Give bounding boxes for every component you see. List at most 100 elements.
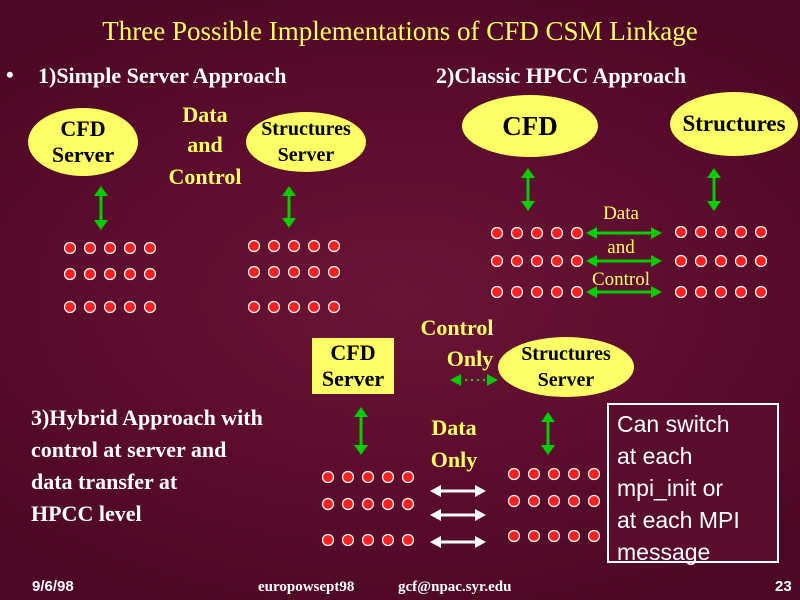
cfd-server-ellipse: CFD Server [28, 108, 138, 176]
processor-node [567, 529, 581, 543]
note-line-2: at each [617, 443, 693, 469]
cfd-ellipse: CFD [462, 95, 598, 157]
processor-node [143, 241, 157, 255]
hybrid-data-arrow-3-head-right [475, 536, 486, 548]
processor-node [510, 285, 524, 299]
simple-cfd-node-grid [63, 241, 157, 314]
processor-node [381, 533, 395, 547]
processor-node [734, 285, 748, 299]
processor-node [83, 267, 97, 281]
data-word: Data [603, 203, 639, 224]
structures-label: Structures [521, 343, 611, 365]
structures-ellipse: Structures [670, 92, 798, 156]
processor-node [341, 533, 355, 547]
processor-node [754, 285, 768, 299]
classic-data-arrow-1-head-right [651, 227, 662, 239]
processor-node [550, 285, 564, 299]
processor-node [547, 467, 561, 481]
processor-node [381, 497, 395, 511]
processor-node [530, 285, 544, 299]
processor-node [267, 239, 281, 253]
data-word: Data [431, 415, 477, 440]
processor-node [530, 226, 544, 240]
processor-node [527, 467, 541, 481]
processor-node [530, 254, 544, 268]
processor-node [490, 285, 504, 299]
processor-node [143, 300, 157, 314]
processor-node [734, 225, 748, 239]
footer-file: europowsept98 [258, 579, 355, 595]
simple-structures-node-grid [247, 239, 341, 314]
hybrid-control-arrow-head-right [487, 374, 498, 386]
control-only-label: Control Only [406, 316, 508, 371]
processor-node [714, 225, 728, 239]
processor-node [401, 533, 415, 547]
classic-data-and-control-label: Data and Control [582, 202, 660, 292]
only-word: Only [446, 346, 494, 371]
processor-node [287, 300, 301, 314]
processor-node [694, 254, 708, 268]
processor-node [287, 265, 301, 279]
control-word: Control [591, 269, 651, 290]
processor-node [267, 300, 281, 314]
processor-node [361, 533, 375, 547]
hybrid-cfd-arrow-head-down [354, 445, 368, 455]
processor-node [734, 254, 748, 268]
processor-node [587, 494, 601, 508]
processor-node [567, 494, 581, 508]
note-line-1: Can switch [617, 411, 730, 437]
processor-node [103, 300, 117, 314]
cfd-label: CFD [330, 340, 376, 365]
hybrid-structures-arrow-head-down [541, 445, 555, 455]
processor-node [490, 226, 504, 240]
processor-node [327, 239, 341, 253]
classic-cfd-arrow-head-down [521, 201, 535, 211]
processor-node [103, 241, 117, 255]
processor-node [341, 470, 355, 484]
processor-node [123, 300, 137, 314]
control-word: Control [420, 315, 494, 340]
processor-node [547, 494, 561, 508]
processor-node [694, 225, 708, 239]
hybrid-line-2: control at server and [31, 437, 227, 462]
processor-node [247, 239, 261, 253]
structures-server-ellipse: Structures Server [246, 112, 366, 172]
classic-structures-node-grid [674, 225, 768, 299]
bullet: • [6, 62, 14, 87]
processor-node [507, 467, 521, 481]
cfd-label: CFD [502, 111, 558, 141]
processor-node [550, 254, 564, 268]
hybrid-cfd-server-box: CFD Server [312, 338, 394, 394]
only-word: Only [430, 447, 478, 472]
processor-node [401, 497, 415, 511]
processor-node [714, 285, 728, 299]
processor-node [507, 494, 521, 508]
classic-cfd-node-grid [490, 226, 584, 299]
processor-node [143, 267, 157, 281]
simple-structures-arrow-head-up [282, 186, 296, 196]
processor-node [570, 254, 584, 268]
hybrid-data-arrow-2-head-right [475, 509, 486, 521]
processor-node [381, 470, 395, 484]
data-and-control-label: Data and Control [160, 103, 250, 189]
hybrid-cfd-arrow-head-up [354, 407, 368, 417]
processor-node [123, 241, 137, 255]
hybrid-data-arrow-1-head-left [430, 485, 441, 497]
server-label: Server [51, 142, 115, 167]
classic-structures-arrow-head-up [707, 168, 721, 178]
hybrid-line-1: 3)Hybrid Approach with [31, 405, 263, 430]
processor-node [247, 265, 261, 279]
classic-structures-arrow-head-down [707, 201, 721, 211]
hybrid-structures-arrow-head-up [541, 412, 555, 422]
note-line-4: at each MPI [617, 507, 740, 533]
processor-node [361, 497, 375, 511]
simple-cfd-arrow-head-up [94, 186, 108, 196]
classic-cfd-arrow-head-up [521, 168, 535, 178]
processor-node [83, 241, 97, 255]
structures-label: Structures [682, 111, 786, 136]
processor-node [674, 285, 688, 299]
processor-node [567, 467, 581, 481]
processor-node [287, 239, 301, 253]
and-word: and [607, 237, 635, 258]
processor-node [341, 497, 355, 511]
